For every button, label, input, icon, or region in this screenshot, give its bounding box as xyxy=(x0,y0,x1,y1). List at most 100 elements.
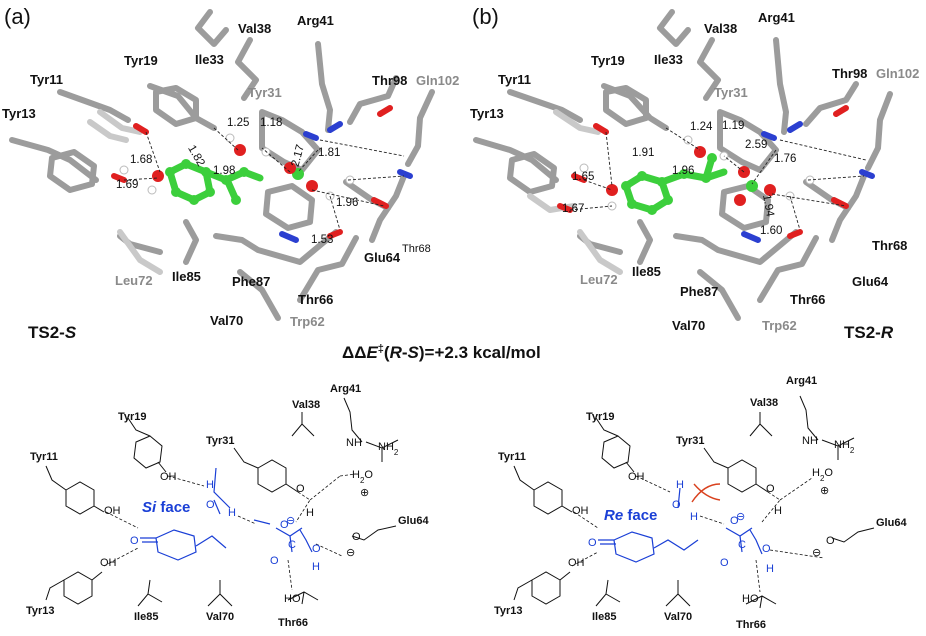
sch-b-tyr19: Tyr19 xyxy=(586,411,615,423)
sch-a-thr66: Thr66 xyxy=(278,617,308,629)
h-tyr31-a: H xyxy=(306,507,314,519)
o2-co2-a: O xyxy=(270,555,279,567)
o-substrate-b: O xyxy=(588,537,597,549)
ho-thr66-a: HO xyxy=(284,593,301,605)
o-tyr31-a: O xyxy=(296,483,305,495)
res-a-thr98: Thr98 xyxy=(372,73,407,88)
sch-a-val38: Val38 xyxy=(292,399,320,411)
energy-difference: ΔΔE‡(R-S)=+2.3 kcal/mol xyxy=(342,343,541,362)
oh-tyr13-a: OH xyxy=(100,557,117,569)
sch-b-ile85: Ile85 xyxy=(592,611,616,623)
o3-co2-a: O xyxy=(312,543,321,555)
res-a-tyr13: Tyr13 xyxy=(2,106,36,121)
dist-b-7: 1.65 xyxy=(572,171,594,183)
ho-thr66-b: HO xyxy=(742,593,759,605)
sch-a-arg41: Arg41 xyxy=(330,383,361,395)
sch-b-tyr11: Tyr11 xyxy=(498,451,526,463)
dist-b-4: 1.96 xyxy=(672,165,694,177)
res-b-thr68: Thr68 xyxy=(872,238,907,253)
o-glu-b: O xyxy=(826,535,835,547)
res-a-tyr19: Tyr19 xyxy=(124,53,158,68)
sch-a-tyr11: Tyr11 xyxy=(30,451,58,463)
h-water-a: H xyxy=(206,479,214,491)
dist-a-9: 1.96 xyxy=(336,197,358,209)
res-a-ile85: Ile85 xyxy=(172,269,201,284)
res-a-trp62: Trp62 xyxy=(290,314,325,329)
dist-b-5: 2.59 xyxy=(745,139,767,151)
res-b-trp62: Trp62 xyxy=(762,318,797,333)
res-b-tyr31: Tyr31 xyxy=(714,85,748,100)
oh-tyr19-a: OH xyxy=(160,471,177,483)
h-co2-a: H xyxy=(312,561,320,573)
h-tyr31-b: H xyxy=(774,505,782,517)
dist-a-8: 1.81 xyxy=(318,147,340,159)
dist-b-2: 1.19 xyxy=(722,120,744,132)
minus-co2-a: ⊖ xyxy=(286,515,295,527)
sch-a-tyr19: Tyr19 xyxy=(118,411,147,423)
c-co2-b: C xyxy=(738,539,746,551)
dist-a-10: 1.53 xyxy=(311,234,333,246)
res-b-gln102: Gln102 xyxy=(876,66,919,81)
o-minus-co2-a: O xyxy=(280,519,289,531)
si-face-label: Si face xyxy=(142,499,190,516)
oh-tyr13-b: OH xyxy=(568,557,585,569)
o-water-a: O xyxy=(206,499,215,511)
arg-plus-a: ⊕ xyxy=(360,487,369,499)
res-b-tyr11: Tyr11 xyxy=(498,72,531,87)
o-substrate-a: O xyxy=(130,535,139,547)
h-water-b: H xyxy=(676,479,684,491)
sch-a-ile85: Ile85 xyxy=(134,611,158,623)
h2n-arg-b: H2O xyxy=(812,467,833,483)
res-b-val38: Val38 xyxy=(704,21,737,36)
structure-b: Tyr11 Tyr19 Ile33 Val38 Tyr31 Arg41 Thr9… xyxy=(470,9,919,333)
sch-b-tyr31: Tyr31 xyxy=(676,435,705,447)
oh-tyr19-b: OH xyxy=(628,471,645,483)
sch-a-tyr31: Tyr31 xyxy=(206,435,235,447)
dist-a-7: 2.17 xyxy=(290,143,307,168)
dist-a-2: 1.18 xyxy=(260,117,282,129)
res-a-leu72: Leu72 xyxy=(115,273,153,288)
oh-tyr11-b: OH xyxy=(572,505,589,517)
dist-b-1: 1.24 xyxy=(690,121,713,133)
dist-a-6: 1.69 xyxy=(116,179,138,191)
res-b-tyr19: Tyr19 xyxy=(591,53,625,68)
dist-b-9: 1.94 xyxy=(760,194,776,219)
c-co2-a: C xyxy=(288,539,296,551)
sch-b-glu64: Glu64 xyxy=(876,517,907,529)
sch-b-tyr13: Tyr13 xyxy=(494,605,523,617)
dist-a-5: 1.68 xyxy=(130,154,152,166)
nh2-arg-a: NH2 xyxy=(378,441,399,457)
dist-b-6: 1.76 xyxy=(774,153,796,165)
res-b-tyr13: Tyr13 xyxy=(470,106,504,121)
o2-co2-b: O xyxy=(720,557,729,569)
res-a-arg41: Arg41 xyxy=(297,13,334,28)
o-water-b: O xyxy=(672,499,681,511)
sch-b-val70: Val70 xyxy=(664,611,692,623)
o-minus-co2-b: O xyxy=(730,515,739,527)
res-b-glu64: Glu64 xyxy=(852,274,889,289)
res-b-ile33: Ile33 xyxy=(654,52,683,67)
ts2-s-label: TS2-S xyxy=(28,323,77,342)
res-a-val38: Val38 xyxy=(238,21,271,36)
dist-a-4: 1.98 xyxy=(213,165,235,177)
res-b-val70: Val70 xyxy=(672,318,705,333)
h2-water-b: H xyxy=(690,511,698,523)
o-glu-a: O xyxy=(352,531,361,543)
nh2-arg-b: NH2 xyxy=(834,439,855,455)
sch-b-val38: Val38 xyxy=(750,397,778,409)
h2n-arg-a: H2O xyxy=(352,469,373,485)
nh-arg-a: NH xyxy=(346,437,362,449)
res-a-tyr31: Tyr31 xyxy=(248,85,282,100)
res-a-glu64: Glu64 xyxy=(364,250,401,265)
res-b-arg41: Arg41 xyxy=(758,10,795,25)
res-b-thr98: Thr98 xyxy=(832,66,867,81)
res-a-ile33: Ile33 xyxy=(195,52,224,67)
minus-glu-b: ⊖ xyxy=(812,547,821,559)
arg-plus-b: ⊕ xyxy=(820,485,829,497)
o3-co2-b: O xyxy=(762,543,771,555)
dist-b-3: 1.91 xyxy=(632,147,654,159)
ts2-r-label: TS2-R xyxy=(844,323,894,342)
minus-co2-b: ⊖ xyxy=(736,511,745,523)
panel-label-a: (a) xyxy=(4,4,31,29)
